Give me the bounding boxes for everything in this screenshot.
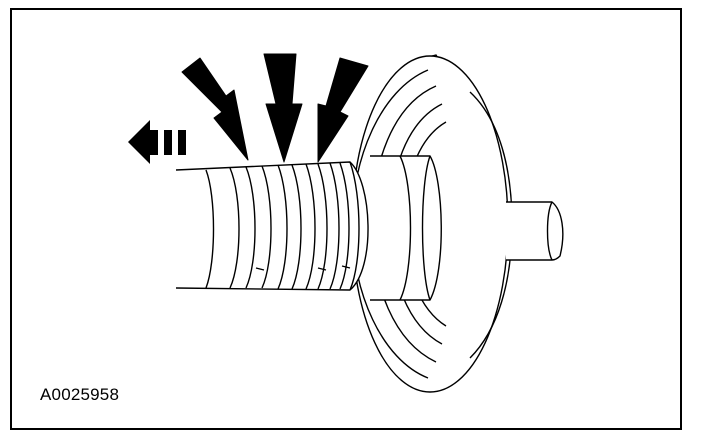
shaft-body	[175, 161, 369, 291]
main-shaft	[175, 161, 369, 291]
arrow-3	[317, 57, 369, 163]
figure-id-label: A0025958	[40, 385, 120, 404]
stub-shaft	[506, 201, 564, 261]
direction-arrow-left	[128, 120, 186, 164]
arrow-2	[263, 53, 303, 163]
hub-collar	[370, 155, 442, 301]
arrow-1	[181, 57, 249, 161]
pointer-arrows	[181, 53, 369, 163]
